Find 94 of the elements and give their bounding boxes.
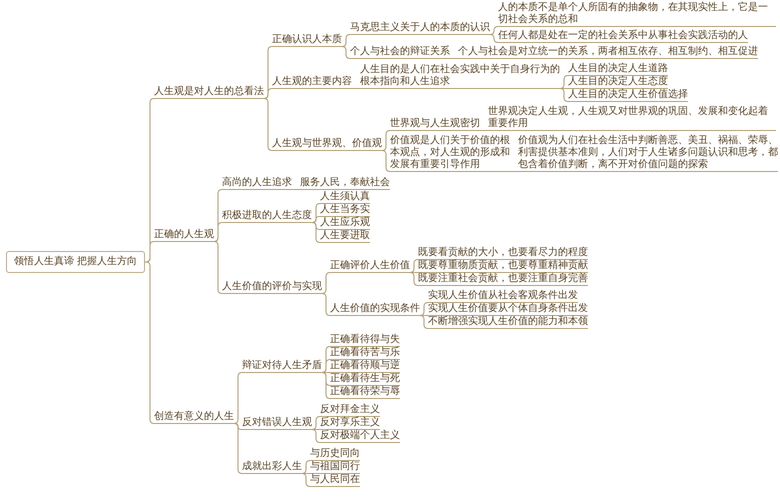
leaf-topic: 人生要进取 bbox=[320, 230, 370, 243]
leaf-topic: 实现人生价值从社会客观条件出发 bbox=[428, 290, 578, 303]
connector-line bbox=[312, 216, 320, 223]
branch-topic: 世界观与人生观密切 bbox=[390, 118, 480, 131]
leaf-topic: 与祖国同行 bbox=[310, 461, 360, 474]
branch-topic: 个人与社会的辩证关系 bbox=[350, 46, 450, 59]
connector-line bbox=[312, 416, 320, 430]
connector-line bbox=[512, 171, 518, 172]
connector-line bbox=[264, 88, 272, 99]
connector-line bbox=[322, 359, 330, 373]
leaf-topic: 既要注重社会贡献，也要注重自身完善 bbox=[418, 273, 588, 286]
connector-line bbox=[450, 58, 458, 59]
connector-line bbox=[480, 130, 488, 131]
leaf-topic: 任何人都是处在一定的社会关系中从事社会实践活动的人 bbox=[498, 30, 748, 43]
connector-line bbox=[302, 473, 310, 487]
leaf-topic: 实现人生价值要从个体自身条件出发 bbox=[428, 303, 588, 316]
leaf-topic: 人生目的决定人生道路 bbox=[568, 63, 668, 76]
connector-line bbox=[342, 34, 350, 47]
connector-line bbox=[490, 26, 498, 35]
leaf-topic: 与人民同在 bbox=[310, 474, 360, 487]
leaf-topic: 既要尊重物质贡献，也要尊重精神贡献 bbox=[418, 260, 588, 273]
connector-line bbox=[214, 241, 222, 294]
branch-topic: 人生观是对人生的总看法 bbox=[154, 86, 264, 99]
leaf-topic: 世界观决定人生观，人生观又对世界观的巩固、发展和变化起着重要作用 bbox=[488, 106, 776, 131]
branch-topic: 正确评价人生价值 bbox=[330, 260, 410, 273]
connector-line bbox=[342, 46, 350, 59]
connector-line bbox=[322, 272, 330, 294]
connector-line bbox=[560, 88, 568, 89]
connector-line bbox=[234, 372, 242, 424]
connector-line bbox=[144, 241, 154, 262]
connector-line bbox=[410, 259, 418, 273]
branch-topic: 成就出彩人生 bbox=[242, 461, 302, 474]
branch-topic: 马克思主义关于人的本质的认识 bbox=[350, 22, 490, 35]
leaf-topic: 人生应乐观 bbox=[320, 217, 370, 230]
branch-topic: 人生观的主要内容 bbox=[272, 76, 352, 89]
connector-line bbox=[352, 88, 360, 89]
leaf-topic: 服务人民，奉献社会 bbox=[300, 177, 390, 190]
branch-topic: 价值观是人们关于价值的根本观点，对人生观的形成和发展有重要引导作用 bbox=[390, 135, 512, 172]
leaf-topic: 反对享乐主义 bbox=[320, 417, 380, 430]
leaf-topic: 与历史同向 bbox=[310, 448, 360, 461]
connector-line bbox=[410, 272, 418, 273]
connector-line bbox=[234, 423, 242, 430]
leaf-topic: 正确看待顺与逆 bbox=[330, 360, 400, 373]
branch-topic: 人生目的是人们在社会实践中关于自身行为的根本指向和人生追求 bbox=[360, 64, 560, 89]
leaf-topic: 人生须认真 bbox=[320, 191, 370, 204]
connector-line bbox=[144, 262, 154, 424]
connector-line bbox=[312, 429, 320, 430]
connector-line bbox=[420, 302, 428, 316]
leaf-topic: 个人与社会是对立统一的关系，两者相互依存、相互制约、相互促进 bbox=[458, 46, 758, 59]
leaf-topic: 人生当务实 bbox=[320, 204, 370, 217]
branch-topic: 人生价值的实现条件 bbox=[330, 303, 420, 316]
branch-topic: 反对错误人生观 bbox=[242, 417, 312, 430]
leaf-topic: 反对拜金主义 bbox=[320, 404, 380, 417]
connector-line bbox=[560, 75, 568, 89]
connector-line bbox=[382, 130, 390, 151]
connector-line bbox=[322, 372, 330, 399]
connector-line bbox=[312, 203, 320, 223]
central-topic-box: 领悟人生真谛 把握人生方向 bbox=[6, 251, 146, 273]
leaf-topic: 不断增强实现人生价值的能力和本领 bbox=[428, 316, 588, 329]
connector-line bbox=[312, 222, 320, 243]
connector-line bbox=[234, 423, 242, 474]
leaf-topic: 正确看待荣与辱 bbox=[330, 386, 400, 399]
connector-line bbox=[312, 429, 320, 443]
leaf-topic: 正确看待生与死 bbox=[330, 373, 400, 386]
branch-topic: 正确认识人本质 bbox=[272, 34, 342, 47]
branch-topic: 积极进取的人生态度 bbox=[222, 210, 312, 223]
connector-line bbox=[560, 88, 568, 102]
connector-line bbox=[302, 473, 310, 474]
connector-line bbox=[264, 98, 272, 151]
connector-line bbox=[322, 293, 330, 316]
leaf-topic: 人的本质不是单个人所固有的抽象物，在其现实性上，它是一切社会关系的总和 bbox=[498, 2, 776, 27]
branch-topic: 人生价值的评价与实现 bbox=[222, 281, 322, 294]
connector-line bbox=[312, 222, 320, 230]
connector-line bbox=[490, 34, 498, 43]
leaf-topic: 价值观为人们在社会生活中判断善恶、美丑、祸福、荣辱、利害提供基本准则，人们对于人生诸多问题认识和思考，都包含着价值判断，离不开对价值问题的探索 bbox=[518, 135, 778, 172]
branch-topic: 创造有意义的人生 bbox=[154, 411, 234, 424]
leaf-topic: 反对极端个人主义 bbox=[320, 430, 400, 443]
connector-line bbox=[382, 150, 390, 172]
branch-topic: 高尚的人生追求 bbox=[222, 177, 292, 190]
connector-line bbox=[410, 272, 418, 286]
connector-line bbox=[292, 189, 300, 190]
connector-line bbox=[214, 222, 222, 242]
leaf-topic: 人生目的决定人生价值选择 bbox=[568, 89, 688, 102]
branch-topic: 辩证对待人生矛盾 bbox=[242, 360, 322, 373]
leaf-topic: 正确看待苦与乐 bbox=[330, 347, 400, 360]
connector-line bbox=[420, 315, 428, 316]
leaf-topic: 人生目的决定人生态度 bbox=[568, 76, 668, 89]
branch-topic: 人生观与世界观、价值观 bbox=[272, 138, 382, 151]
branch-topic: 正确的人生观 bbox=[154, 229, 214, 242]
connector-line bbox=[302, 460, 310, 474]
connector-line bbox=[420, 315, 428, 329]
leaf-topic: 正确看待得与失 bbox=[330, 334, 400, 347]
leaf-topic: 既要看贡献的大小，也要看尽力的程度 bbox=[418, 247, 588, 260]
connector-line bbox=[322, 372, 330, 373]
